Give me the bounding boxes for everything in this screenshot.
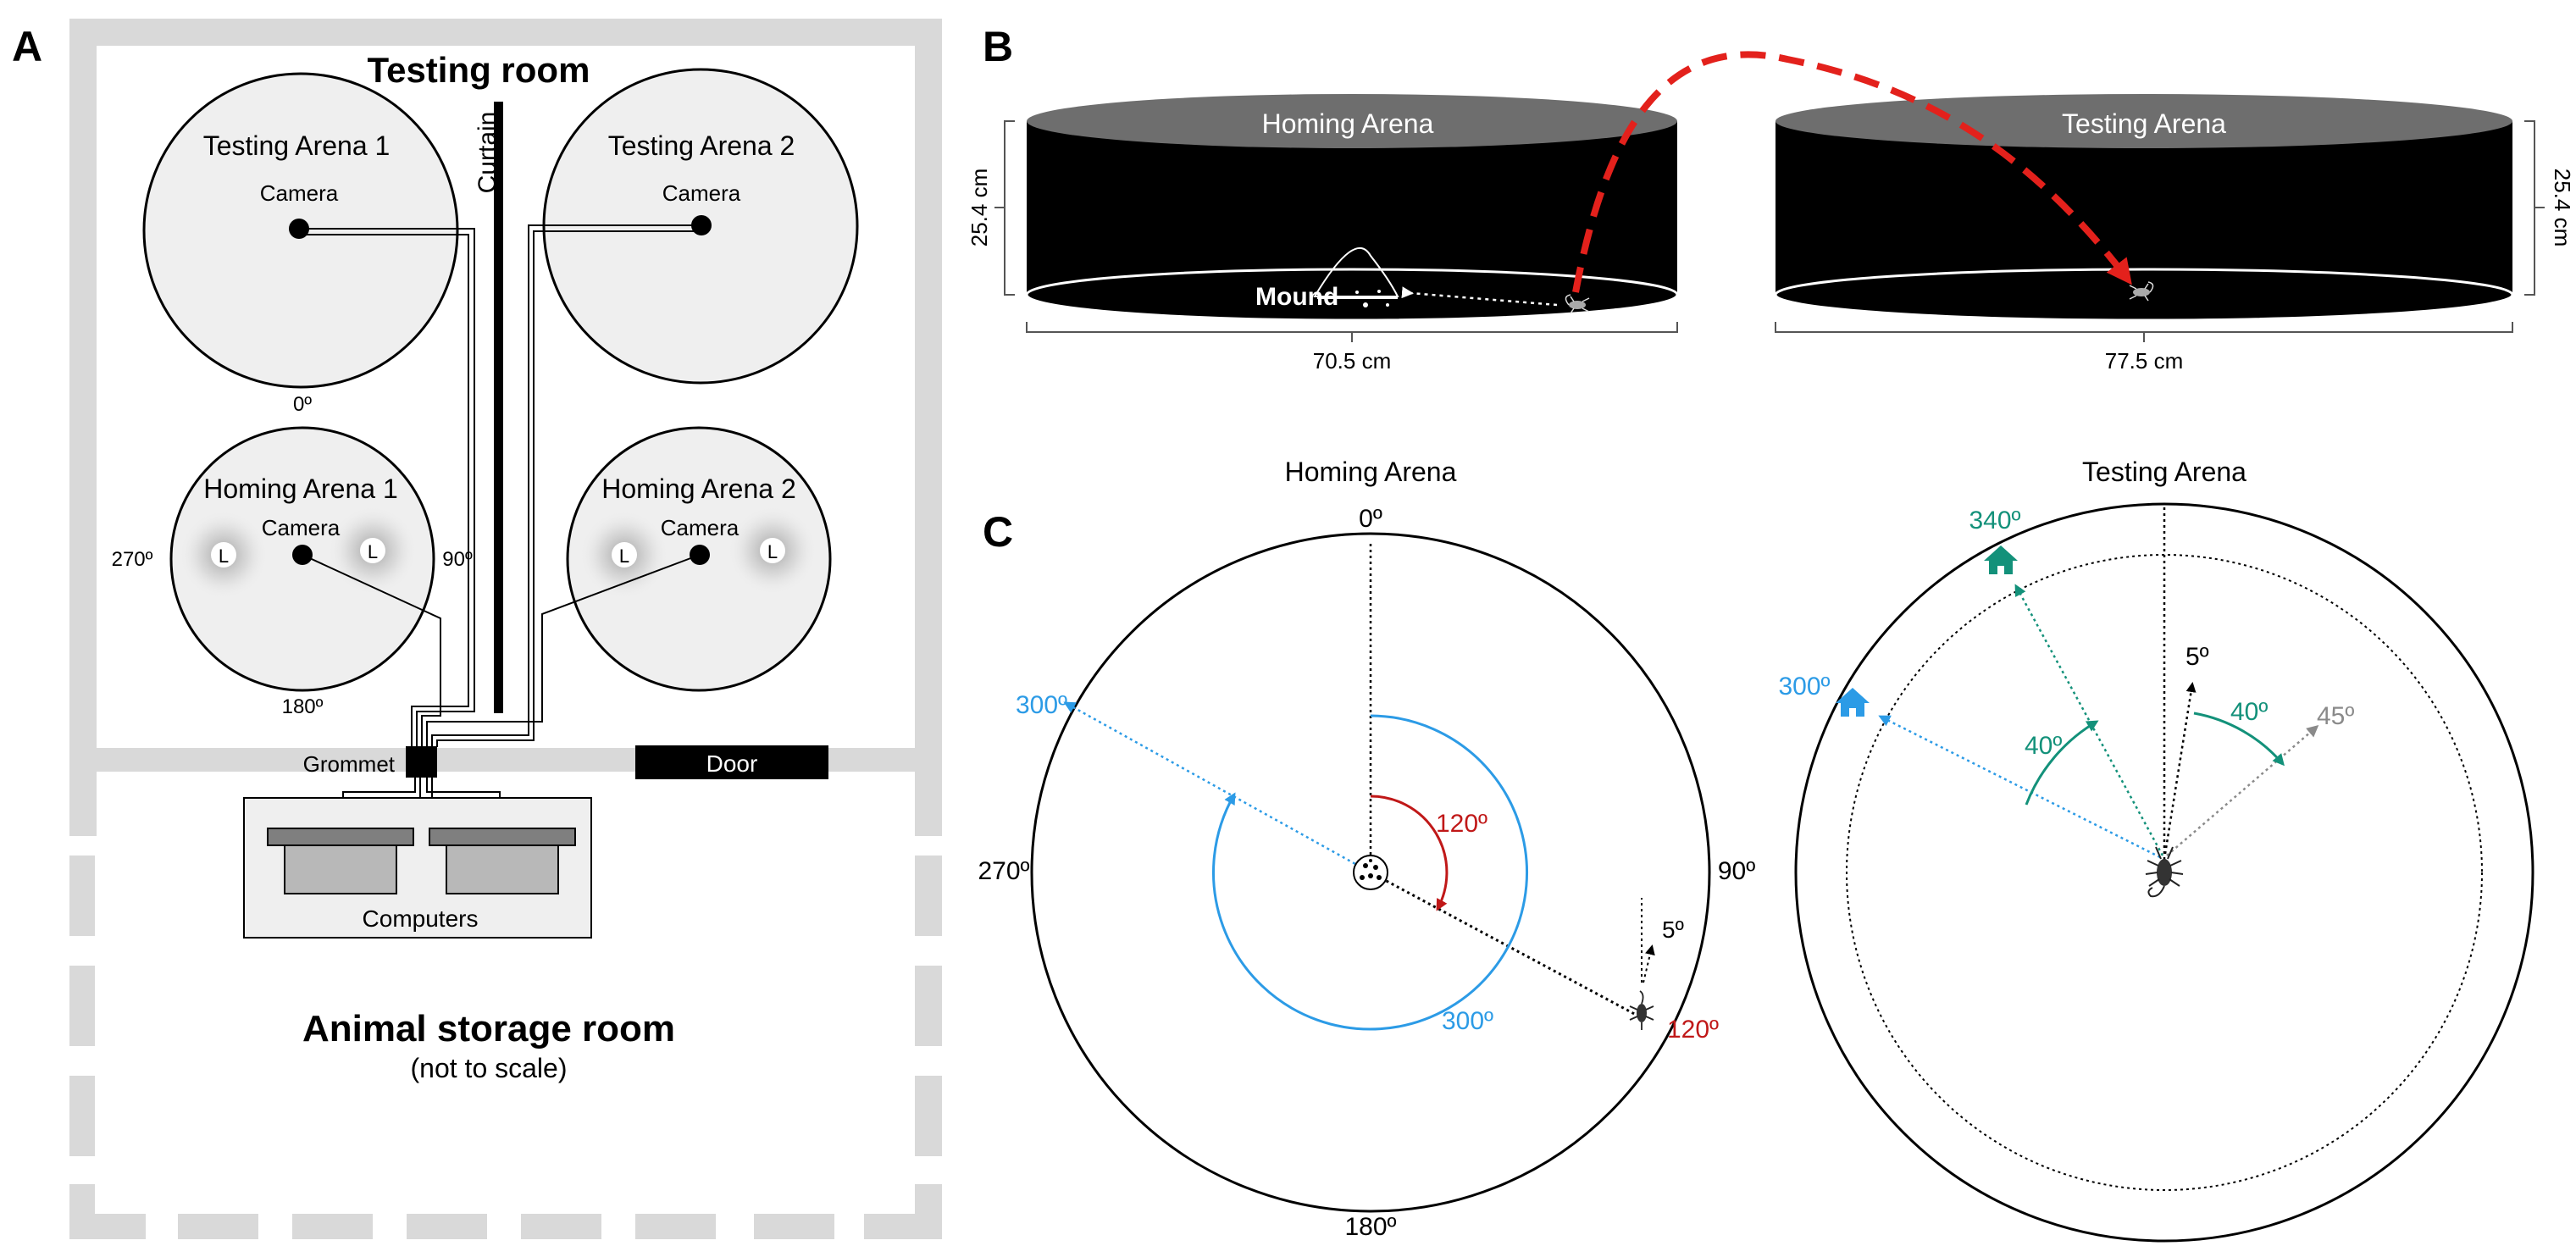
testing-arena-cylinder-label: Testing Arena (2062, 108, 2226, 139)
deg-90-label: 90º (1718, 857, 1755, 885)
curtain-label: Curtain (474, 112, 501, 194)
home-direction-arrow (1063, 701, 1371, 874)
homing-arena-1-label: Homing Arena 1 (203, 473, 397, 504)
homing-arena-2-label: Homing Arena 2 (601, 473, 795, 504)
arc-300-icon (1212, 714, 1528, 1031)
storage-room-walls (69, 772, 942, 1239)
home-icon-blue (1836, 688, 1870, 717)
monitor (429, 828, 576, 846)
deg-180-label: 180º (1344, 1213, 1396, 1241)
monitor (267, 828, 414, 846)
degree-270-label: 270º (112, 548, 153, 571)
lamp-icon (760, 538, 785, 563)
transfer-arrow (1572, 51, 2132, 293)
arc-40-left-icon (2025, 720, 2099, 806)
grommet-label: Grommet (303, 751, 396, 777)
home-340-label: 340º (1969, 507, 2020, 534)
homing-arena-1: L L Homing Arena 1 Camera (169, 426, 435, 692)
testing-room-label: Testing room (368, 50, 590, 90)
arc-300-label: 300º (1442, 1007, 1493, 1035)
testing-height-label: 25.4 cm (2550, 169, 2575, 247)
offset-5-arrow (1643, 944, 1655, 983)
arc-40-right-icon (2193, 712, 2285, 767)
scorpion-icon (1565, 294, 1590, 314)
offset-45-label: 45º (2317, 702, 2354, 730)
testing-cylinder: Testing Arena 77.5 cm 25.4 cm (1774, 94, 2575, 374)
panel-a-letter: A (12, 23, 42, 70)
grommet (406, 746, 437, 778)
width-dimension (1775, 322, 2513, 333)
homing-polar-title: Homing Arena (1285, 457, 1457, 487)
scorpion-icon (1629, 990, 1654, 1030)
home-icon-green (1984, 545, 2018, 574)
storage-room-label: Animal storage room (302, 1008, 675, 1049)
home-300-label: 300º (1778, 673, 1830, 700)
mound-label: Mound (1255, 283, 1338, 311)
testing-arena-2-label: Testing Arena 2 (608, 130, 795, 161)
camera-label: Camera (662, 180, 741, 206)
panel-c-letter: C (983, 508, 1013, 556)
degree-0-label: 0º (293, 393, 312, 416)
testing-polar-title: Testing Arena (2082, 457, 2246, 487)
lamp-label: L (767, 541, 778, 562)
panel-b: B Homing Arena Mound 70.5 cm (967, 23, 2575, 374)
not-to-scale-label: (not to scale) (411, 1053, 568, 1083)
testing-arena-1: Testing Arena 1 Camera (142, 72, 459, 389)
deg-0-label: 0º (1359, 505, 1382, 533)
arc-40-left-label: 40º (2025, 732, 2062, 760)
lamp-label: L (619, 545, 629, 567)
degree-180-label: 180º (282, 695, 324, 718)
width-dimension (1026, 322, 1678, 333)
arc-120-label: 120º (1436, 810, 1487, 838)
offset-45-arrow (2166, 725, 2319, 856)
scorpion-120-label: 120º (1667, 1016, 1719, 1044)
homing-height-label: 25.4 cm (967, 169, 992, 247)
lamp-label: L (368, 541, 378, 562)
testing-arena-1-label: Testing Arena 1 (203, 130, 391, 161)
mound-center-icon (1353, 855, 1388, 890)
panel-c: C Homing Arena 0º 180º 270º 90º (978, 457, 2534, 1243)
testing-polar: Testing Arena 30 (1778, 457, 2534, 1243)
home-300-label: 300º (1016, 691, 1067, 719)
camera-label: Camera (262, 515, 341, 540)
computer-unit (446, 844, 559, 894)
homing-width-label: 70.5 cm (1313, 348, 1392, 374)
lamp-icon (211, 542, 236, 568)
door-label: Door (706, 750, 758, 777)
scorpion-icon (2129, 281, 2154, 302)
panel-b-letter: B (983, 23, 1013, 70)
homing-polar: Homing Arena 0º 180º 270º 90º (978, 457, 1755, 1241)
lamp-icon (612, 542, 637, 568)
panel-a: A Testing (12, 19, 942, 1239)
computers: Computers (243, 797, 592, 939)
home-340-arrow (2014, 584, 2164, 856)
arc-120-icon (1370, 795, 1449, 911)
door (635, 745, 828, 779)
homing-cylinder: Homing Arena Mound 70.5 cm 25.4 cm (967, 94, 1679, 374)
homing-arena-cylinder-label: Homing Arena (1262, 108, 1434, 139)
testing-width-label: 77.5 cm (2105, 348, 2184, 374)
home-300-arrow (1878, 715, 2161, 859)
computer-unit (284, 844, 397, 894)
homing-arena-2: L L Homing Arena 2 Camera (566, 426, 832, 692)
homing-path-arrow (1401, 286, 1558, 307)
offset-5-arrow (2163, 682, 2197, 855)
arc-40-right-label: 40º (2230, 698, 2268, 726)
camera-label: Camera (661, 515, 740, 540)
offset-5-label: 5º (2185, 643, 2209, 671)
scorpion-icon (2145, 846, 2184, 898)
height-dimension (2524, 120, 2535, 296)
height-dimension (1004, 120, 1015, 296)
deg-270-label: 270º (978, 857, 1029, 885)
scorpion-line (1370, 871, 1640, 1018)
lamp-icon (360, 538, 385, 563)
lamp-label: L (219, 545, 229, 567)
camera-cables (299, 224, 701, 747)
offset-5-label: 5º (1662, 916, 1684, 943)
computers-label: Computers (363, 905, 479, 932)
camera-label: Camera (260, 180, 339, 206)
curtain (494, 102, 503, 713)
mound-icon (1313, 246, 1399, 297)
